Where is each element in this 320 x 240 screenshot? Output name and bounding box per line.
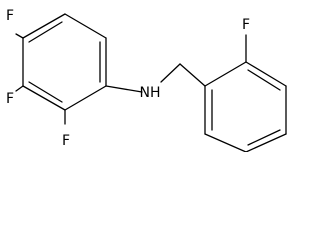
- bond-ring-a-3: [22, 85, 66, 111]
- trifluorophenyl-ring: [22, 13, 107, 111]
- bond-ring-a-double-3: [28, 21, 63, 43]
- bond-nh-ch2: [160, 63, 181, 83]
- bond-ring-b-1: [204, 61, 247, 87]
- fluorophenyl-ring: [204, 61, 287, 152]
- bond-ring-nh: [105, 85, 143, 93]
- bond-ring-a-6: [64, 13, 107, 39]
- bond-c3-f: [15, 85, 24, 92]
- fluorine-atom-top: F: [6, 8, 14, 24]
- bond-ch2-ring: [179, 63, 206, 87]
- chemical-structure-diagram: F F F F NH: [6, 8, 287, 152]
- bond-ring-b-2: [245, 61, 287, 87]
- bond-ring-b-double-2: [247, 129, 281, 146]
- bond-ring-a-double-2: [28, 81, 63, 103]
- bond-ring-b-double-1: [247, 69, 281, 91]
- fluorine-atom-bottom: F: [62, 133, 70, 149]
- bond-ring-b-5: [204, 133, 247, 152]
- amine-nh-label: NH: [140, 85, 161, 101]
- fluorine-atom-benzyl: F: [242, 17, 250, 33]
- bond-c4-f: [15, 33, 24, 39]
- bond-ring-a-2: [64, 85, 107, 111]
- bond-ring-b-4: [245, 133, 287, 152]
- bond-ring-a-5: [22, 13, 66, 39]
- fluorine-atom-middle: F: [6, 91, 14, 107]
